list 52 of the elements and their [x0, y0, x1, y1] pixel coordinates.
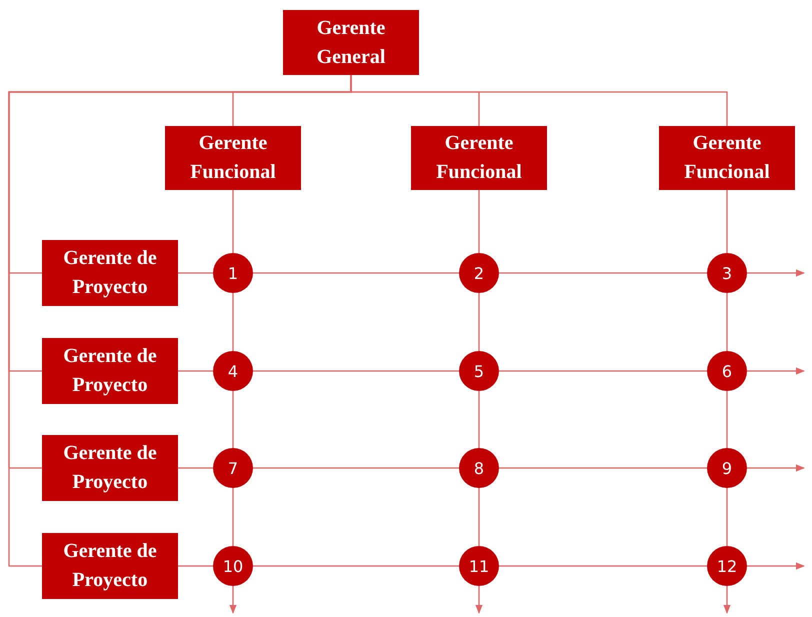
connector-line: [478, 293, 480, 351]
connector-line: [232, 190, 234, 253]
connector-line: [726, 190, 728, 253]
arrow: [723, 586, 731, 614]
role-box: Gerente de Proyecto: [42, 240, 178, 306]
role-box: Gerente Funcional: [659, 126, 795, 190]
arrow: [747, 562, 805, 570]
connector-line: [478, 190, 480, 253]
connector-line: [178, 565, 213, 567]
numbered-circle: 9: [707, 448, 747, 488]
connector-line: [499, 370, 707, 372]
connector-line: [499, 272, 707, 274]
connector-line: [253, 272, 459, 274]
connector-line: [253, 467, 459, 469]
role-box: Gerente de Proyecto: [42, 533, 178, 599]
connector-line: [178, 272, 213, 274]
connector-line: [253, 565, 459, 567]
arrow: [229, 586, 237, 614]
connector-line: [232, 488, 234, 546]
numbered-circle: 1: [213, 253, 253, 293]
numbered-circle: 4: [213, 351, 253, 391]
role-box: Gerente Funcional: [411, 126, 547, 190]
role-box: Gerente General: [283, 10, 419, 75]
arrow: [747, 464, 805, 472]
numbered-circle: 12: [707, 546, 747, 586]
numbered-circle: 8: [459, 448, 499, 488]
numbered-circle: 2: [459, 253, 499, 293]
connector-line: [726, 293, 728, 351]
connector-line: [232, 391, 234, 448]
connector-line: [726, 488, 728, 546]
numbered-circle: 11: [459, 546, 499, 586]
connector-line: [8, 75, 352, 567]
numbered-circle: 7: [213, 448, 253, 488]
connector-line: [178, 467, 213, 469]
connector-line: [253, 370, 459, 372]
connector-line: [478, 488, 480, 546]
connector-line: [178, 370, 213, 372]
arrow: [747, 367, 805, 375]
arrow: [475, 586, 483, 614]
arrow: [747, 269, 805, 277]
connector-line: [726, 391, 728, 448]
numbered-circle: 5: [459, 351, 499, 391]
role-box: Gerente de Proyecto: [42, 338, 178, 404]
role-box: Gerente de Proyecto: [42, 435, 178, 501]
connector-line: [499, 467, 707, 469]
numbered-circle: 10: [213, 546, 253, 586]
role-box: Gerente Funcional: [165, 126, 301, 190]
numbered-circle: 6: [707, 351, 747, 391]
connector-line: [499, 565, 707, 567]
connector-line: [478, 391, 480, 448]
connector-line: [232, 293, 234, 351]
numbered-circle: 3: [707, 253, 747, 293]
